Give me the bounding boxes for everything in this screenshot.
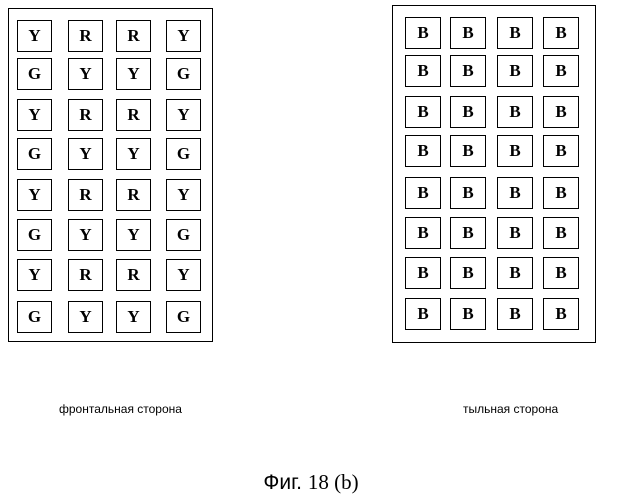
grid-cell: R [116, 259, 151, 291]
grid-cell: B [543, 177, 579, 209]
grid-cell: G [166, 138, 201, 170]
front-side-panel: YRRYGYYGYRRYGYYGYRRYGYYGYRRYGYYG [8, 8, 213, 342]
grid-cell: B [497, 96, 533, 128]
grid-cell: Y [116, 219, 151, 251]
grid-cell: B [497, 17, 533, 49]
grid-cell: B [450, 177, 486, 209]
grid-cell: B [543, 17, 579, 49]
grid-cell: B [450, 135, 486, 167]
grid-cell: Y [68, 301, 103, 333]
grid-cell: Y [166, 179, 201, 211]
grid-cell: Y [17, 259, 52, 291]
grid-cell: G [166, 58, 201, 90]
grid-cell: B [450, 17, 486, 49]
grid-cell: R [116, 99, 151, 131]
grid-cell: B [405, 96, 441, 128]
grid-cell: Y [17, 20, 52, 52]
grid-cell: Y [68, 138, 103, 170]
grid-cell: B [450, 55, 486, 87]
grid-cell: R [68, 20, 103, 52]
figure-label: Фиг. [263, 471, 302, 494]
back-side-caption: тыльная сторона [463, 402, 558, 416]
grid-cell: B [405, 217, 441, 249]
grid-cell: B [405, 177, 441, 209]
grid-cell: G [166, 219, 201, 251]
grid-cell: R [68, 179, 103, 211]
grid-cell: B [497, 55, 533, 87]
grid-cell: B [497, 257, 533, 289]
grid-cell: R [68, 99, 103, 131]
grid-cell: Y [166, 99, 201, 131]
grid-cell: G [17, 301, 52, 333]
grid-cell: G [17, 138, 52, 170]
front-side-caption: фронтальная сторона [59, 402, 182, 416]
grid-cell: B [497, 217, 533, 249]
figure-caption: Фиг. 18 (b) [0, 470, 622, 495]
grid-cell: Y [166, 259, 201, 291]
grid-cell: B [543, 257, 579, 289]
grid-cell: Y [166, 20, 201, 52]
grid-cell: B [497, 135, 533, 167]
grid-cell: Y [116, 301, 151, 333]
grid-cell: G [17, 219, 52, 251]
grid-cell: B [405, 135, 441, 167]
grid-cell: Y [116, 138, 151, 170]
grid-cell: B [450, 257, 486, 289]
grid-cell: G [166, 301, 201, 333]
grid-cell: B [497, 298, 533, 330]
grid-cell: B [405, 257, 441, 289]
grid-cell: Y [68, 58, 103, 90]
grid-cell: B [543, 55, 579, 87]
grid-cell: Y [17, 179, 52, 211]
grid-cell: B [405, 298, 441, 330]
grid-cell: B [450, 298, 486, 330]
grid-cell: B [497, 177, 533, 209]
grid-cell: R [116, 179, 151, 211]
figure-number: 18 (b) [308, 470, 359, 494]
grid-cell: R [116, 20, 151, 52]
grid-cell: B [405, 55, 441, 87]
grid-cell: B [543, 298, 579, 330]
grid-cell: B [543, 217, 579, 249]
grid-cell: B [543, 135, 579, 167]
grid-cell: Y [68, 219, 103, 251]
back-side-panel: BBBBBBBBBBBBBBBBBBBBBBBBBBBBBBBB [392, 5, 596, 343]
grid-cell: G [17, 58, 52, 90]
grid-cell: Y [116, 58, 151, 90]
grid-cell: B [543, 96, 579, 128]
grid-cell: R [68, 259, 103, 291]
grid-cell: Y [17, 99, 52, 131]
grid-cell: B [450, 96, 486, 128]
grid-cell: B [450, 217, 486, 249]
grid-cell: B [405, 17, 441, 49]
